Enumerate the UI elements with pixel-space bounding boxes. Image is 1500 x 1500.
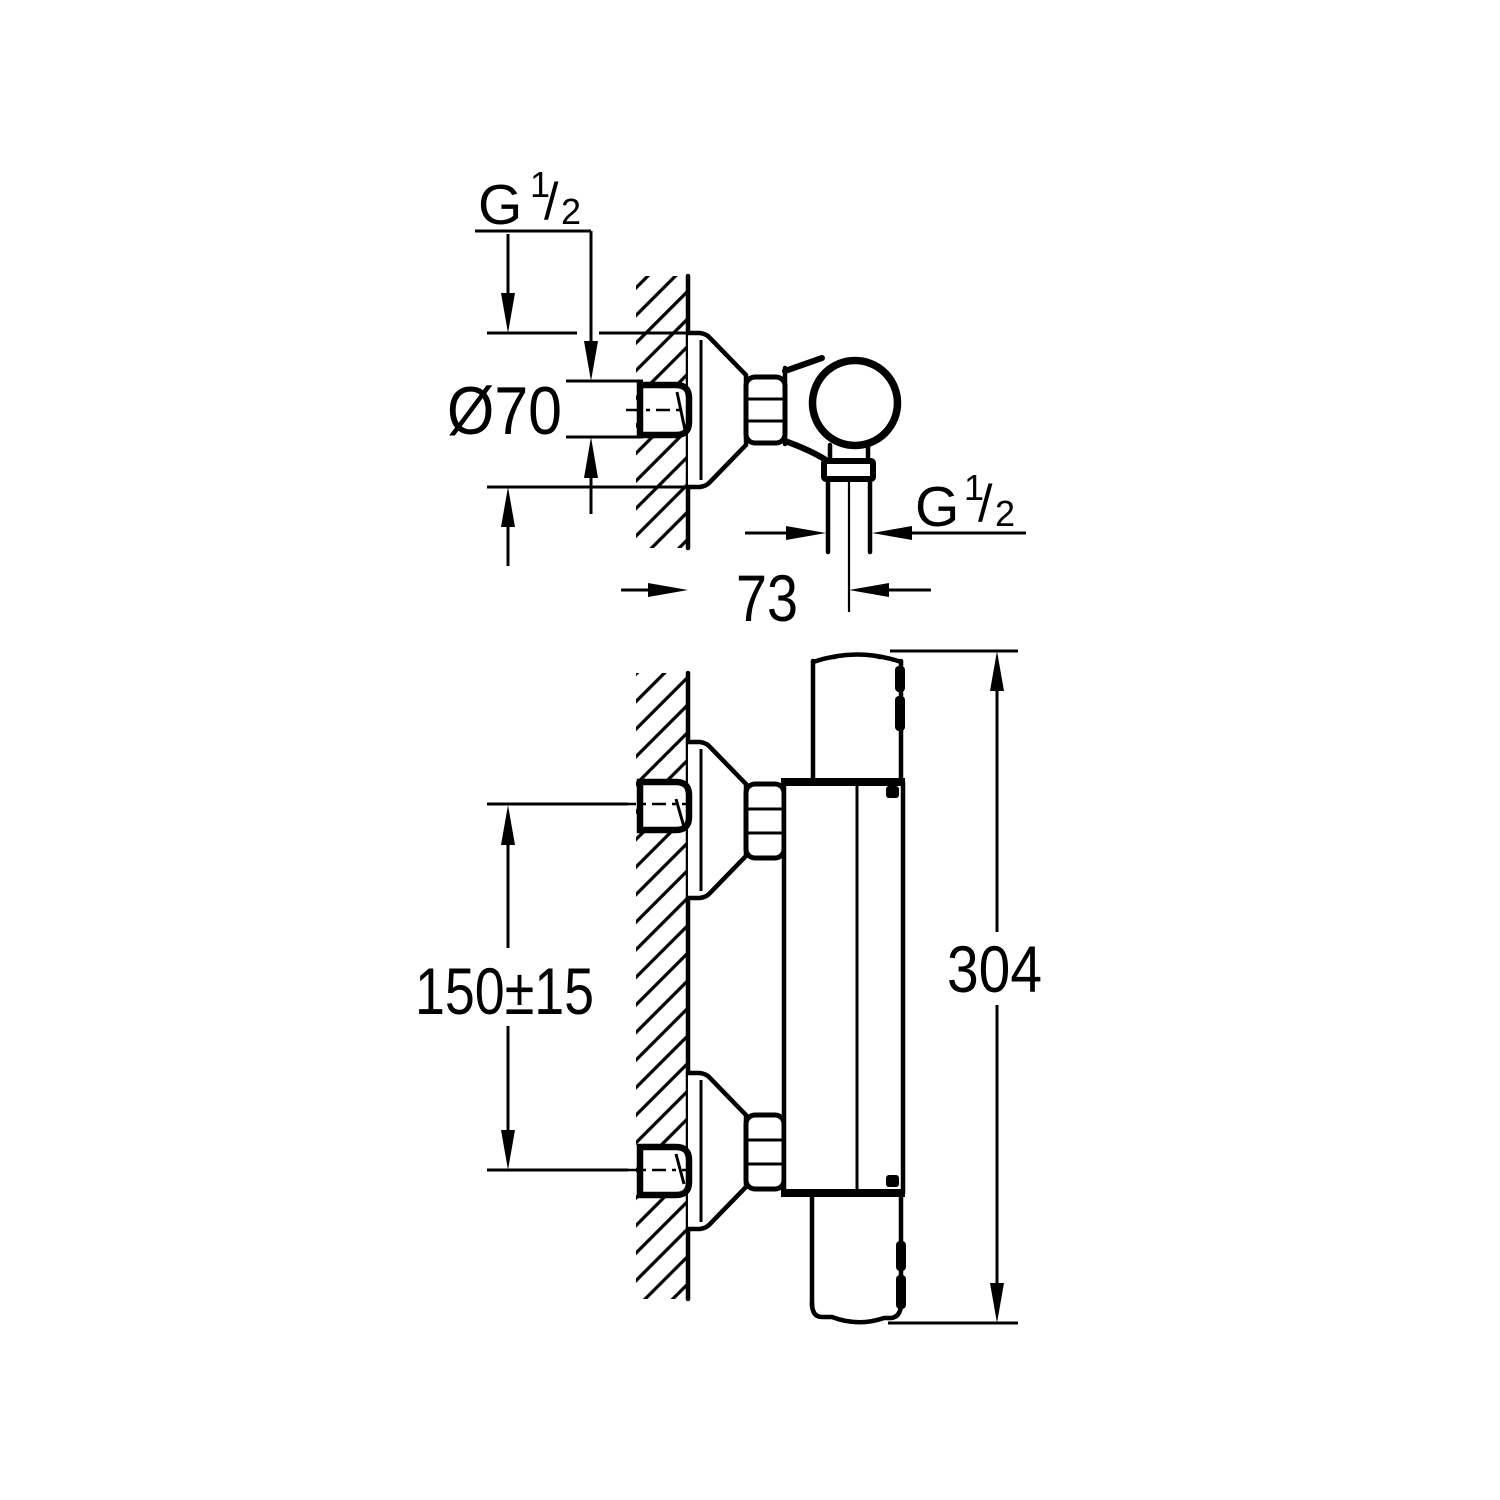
arrow-left-icon <box>849 583 889 597</box>
front-view: 150±15 304 <box>415 649 1042 1325</box>
outlet-flange <box>821 458 876 482</box>
hex-nut-top-view <box>743 374 788 446</box>
upper-union <box>622 739 787 901</box>
escutcheon <box>685 739 749 901</box>
dim-wall-thread <box>475 229 598 514</box>
outlet-thread-label: G <box>915 475 959 539</box>
outlet-offset-label: 73 <box>736 561 798 635</box>
wall-hatch <box>636 673 688 1299</box>
hex-nut <box>743 781 787 861</box>
button-mark <box>886 786 899 798</box>
extension-lines-top-view <box>487 331 688 489</box>
dim-outlet-thread <box>745 526 1026 540</box>
arrow-right-icon <box>648 583 688 597</box>
wall-thread-denominator: 2 <box>561 191 581 232</box>
arrow-right-icon <box>786 526 826 540</box>
handle-circle <box>808 356 902 450</box>
wall-thread-label: G <box>478 173 522 237</box>
wall-thread-slash: / <box>544 173 559 231</box>
bottom-handle <box>809 1192 906 1325</box>
arrow-up-icon <box>584 437 598 478</box>
arrow-up-icon <box>990 651 1004 691</box>
top-view: G 1 / 2 Ø70 G 1 / 2 73 <box>447 164 1026 635</box>
dim-overall-height <box>888 649 1018 1325</box>
top-cap <box>810 652 905 785</box>
outlet-thread-numerator: 1 <box>964 467 984 508</box>
arrow-down-icon <box>990 1283 1004 1323</box>
button-mark <box>886 1175 899 1187</box>
wall-nipple-top-view <box>626 381 693 439</box>
escutcheon-diameter-label: Ø70 <box>447 373 562 449</box>
valve-body-top-view <box>782 355 902 612</box>
arrow-up-icon <box>501 805 515 845</box>
escutcheon <box>685 1070 749 1232</box>
overall-height-label: 304 <box>947 932 1042 1006</box>
dim-inlet-spacing <box>501 805 515 1170</box>
arrow-down-icon <box>501 293 515 333</box>
arrow-up-icon <box>501 487 515 527</box>
escutcheon-top-view <box>685 330 749 490</box>
hex-nut <box>743 1112 787 1192</box>
arrow-down-icon <box>501 1130 515 1170</box>
dim-escutcheon-diameter <box>501 234 515 566</box>
wall-nipple <box>636 778 693 834</box>
outlet-thread-denominator: 2 <box>995 493 1015 534</box>
inlet-spacing-label: 150±15 <box>415 954 594 1028</box>
arrow-down-icon <box>584 341 598 381</box>
wall-section-front-view <box>636 670 691 1302</box>
dim-outlet-offset <box>621 583 931 597</box>
arrow-left-icon <box>872 526 912 540</box>
wall-thread-numerator: 1 <box>530 164 550 205</box>
lower-union <box>622 1070 787 1232</box>
outlet-thread-slash: / <box>978 475 993 533</box>
mixer-body <box>781 652 906 1325</box>
